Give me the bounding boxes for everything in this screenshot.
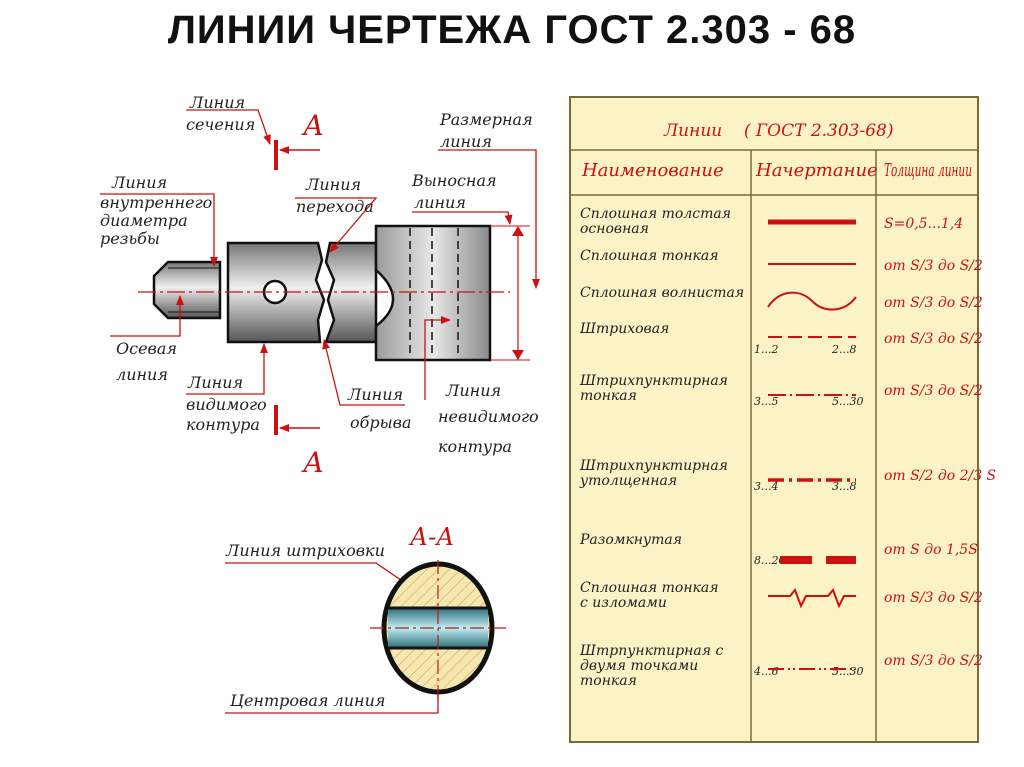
sample-wavy [767, 291, 857, 311]
label-dimension-1: Размерная [439, 110, 533, 129]
section-mark-top: А [301, 109, 324, 142]
row-dim-5-1: 3...8 [832, 480, 857, 493]
row-name-7-0: Сплошная тонкая [580, 580, 719, 596]
label-hidden-1: Линия [445, 381, 501, 400]
label-hidden-2: невидимого [438, 407, 539, 426]
row-name-5-0: Штрихпунктирная [579, 458, 728, 474]
center-line-label: Центровая линия [229, 691, 385, 710]
row-thickness-8: от S/3 до S/2 [884, 653, 983, 669]
row-name-1-0: Сплошная тонкая [580, 248, 719, 264]
label-visible-1: Линия [187, 373, 243, 392]
row-dim-3-1: 2...8 [831, 343, 857, 356]
shaft-drawing [138, 140, 530, 435]
slide-title: ЛИНИИ ЧЕРТЕЖА ГОСТ 2.303 - 68 [167, 8, 857, 52]
label-break-1: Линия [347, 385, 403, 404]
label-break-2: обрыва [350, 413, 412, 432]
section-view-title: А-А [408, 523, 454, 551]
label-section-line-2: сечения [186, 115, 255, 134]
header-thickness: Толщина линии [884, 160, 972, 181]
label-extension-2: линия [414, 193, 466, 212]
label-transition-1: Линия [305, 175, 361, 194]
label-hidden-3: контура [438, 437, 512, 456]
row-dim-3-0: 1...2 [754, 343, 779, 356]
label-axial-2: линия [116, 365, 168, 384]
row-thickness-0: S=0,5...1,4 [884, 216, 963, 232]
section-view: А-А Линия штриховки Центровая линия [225, 523, 506, 710]
sample-zigzag [768, 588, 856, 609]
section-mark-bottom: А [301, 446, 324, 479]
row-name-5-1: утолщенная [579, 473, 677, 489]
label-thread-1: Линия [111, 173, 167, 192]
row-dim-8-1: 5...30 [832, 665, 864, 678]
label-extension-1: Выносная [411, 171, 497, 190]
row-dim-5-0: 3...4 [754, 480, 779, 493]
table-title: Линии ( ГОСТ 2.303-68) [663, 121, 894, 141]
label-dimension-2: линия [440, 132, 492, 151]
row-thickness-5: от S/2 до 2/3 S [884, 468, 996, 484]
row-thickness-1: от S/3 до S/2 [884, 258, 983, 274]
label-visible-2: видимого [186, 395, 267, 414]
row-thickness-4: от S/3 до S/2 [884, 383, 983, 399]
header-style: Начертание [755, 160, 878, 181]
row-dim-6-0: 8...20 [754, 554, 786, 567]
label-visible-3: контура [186, 415, 260, 434]
row-thickness-3: от S/3 до S/2 [884, 331, 983, 347]
row-name-4-1: тонкая [580, 388, 637, 404]
row-name-2-0: Сплошная волнистая [580, 285, 744, 301]
row-name-0-0: Сплошная толстая [580, 206, 731, 222]
label-thread-2: внутреннего [100, 193, 212, 212]
label-thread-4: резьбы [100, 229, 160, 248]
hatch-line-label: Линия штриховки [225, 541, 385, 560]
row-name-8-0: Штрпунктирная с [579, 643, 723, 659]
row-name-8-1: двумя точками [580, 658, 698, 674]
label-axial-1: Осевая [116, 339, 177, 358]
row-dim-4-1: 5...30 [832, 395, 864, 408]
label-section-line-1: Линия [189, 93, 245, 112]
row-thickness-7: от S/3 до S/2 [884, 590, 983, 606]
row-name-3-0: Штриховая [579, 321, 669, 337]
header-name: Наименование [581, 160, 724, 181]
label-thread-3: диаметра [100, 211, 188, 230]
row-name-6-0: Разомкнутая [579, 532, 682, 548]
row-dim-8-0: 4...6 [753, 665, 779, 678]
row-name-7-1: с изломами [580, 595, 667, 611]
sample-open-right [826, 556, 856, 564]
row-name-8-2: тонкая [580, 673, 637, 689]
row-thickness-6: от S до 1,5S [884, 542, 978, 558]
label-transition-2: перехода [296, 197, 374, 216]
row-dim-4-0: 3...5 [754, 395, 779, 408]
line-types-table: Линии ( ГОСТ 2.303-68) Наименование Наче… [569, 96, 979, 743]
row-name-4-0: Штрихпунктирная [579, 373, 728, 389]
sample-open-left [780, 556, 812, 564]
row-name-0-1: основная [580, 221, 649, 237]
row-thickness-2: от S/3 до S/2 [884, 295, 983, 311]
